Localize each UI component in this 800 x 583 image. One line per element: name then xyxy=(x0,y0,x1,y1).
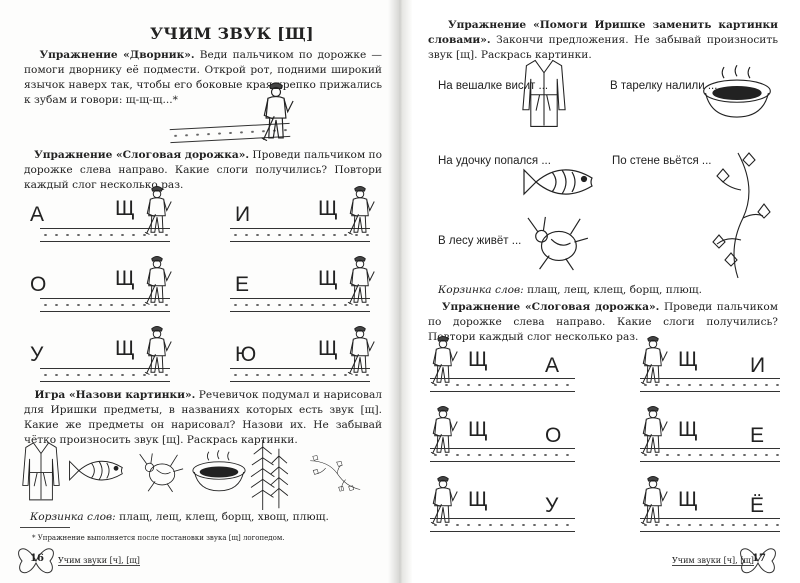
leaf-path[interactable] xyxy=(430,378,575,392)
game-text: Речевичок подумал и нарисовал для Иришки… xyxy=(24,389,383,446)
consonant-letter: Щ xyxy=(468,418,488,441)
borscht-bowl-picture xyxy=(700,65,774,121)
janitor-icon xyxy=(345,320,375,378)
tick-beetle-picture xyxy=(135,452,185,494)
consonant-letter: Щ xyxy=(318,197,338,220)
consonant-letter: Щ xyxy=(468,348,488,371)
butterfly-icon xyxy=(18,548,54,574)
janitor-icon xyxy=(345,250,375,308)
footnote: * Упражнение выполняется после постановк… xyxy=(32,534,285,542)
leaf-path[interactable] xyxy=(40,228,170,242)
vowel-letter: У xyxy=(545,494,559,517)
borscht-bowl-picture xyxy=(190,450,248,494)
exercise-syllable-path: Упражнение «Слоговая дорожка». Проведи п… xyxy=(24,148,382,193)
raincoat-picture xyxy=(22,435,60,507)
exercise-title: Упражнение «Дворник». xyxy=(39,49,195,61)
exercise-text: Проведи пальчиком по дорожке слева напра… xyxy=(24,149,382,191)
game-title: Игра «Назови картинки». xyxy=(34,389,196,401)
leaf-path[interactable] xyxy=(40,298,170,312)
vowel-letter: И xyxy=(235,203,251,226)
running-footer: Учим звуки [ч], [щ] xyxy=(58,556,140,566)
consonant-letter: Щ xyxy=(678,348,698,371)
leaf-path[interactable] xyxy=(640,518,780,532)
vowel-letter: О xyxy=(30,273,47,296)
word-basket: Корзинка слов: плащ, лещ, клещ, борщ, хв… xyxy=(30,510,329,525)
sentence-hanger: На вешалке висит ... xyxy=(438,80,549,92)
page-number: 17 xyxy=(752,553,766,564)
tick-beetle-picture xyxy=(522,215,590,273)
janitor-icon xyxy=(142,250,172,308)
word-basket: Корзинка слов: плащ, лещ, клещ, борщ, пл… xyxy=(438,283,702,298)
exercise-title: Упражнение «Слоговая дорожка». xyxy=(34,149,250,161)
exercise-replace-pictures: Упражнение «Помоги Иришке заменить карти… xyxy=(428,18,778,63)
page-title: УЧИМ ЗВУК [Щ] xyxy=(150,24,314,43)
sentence-fishing-rod: На удочку попался ... xyxy=(438,155,551,167)
word-basket-words: плащ, лещ, клещ, борщ, плющ. xyxy=(523,284,702,296)
word-basket-words: плащ, лещ, клещ, борщ, хвощ, плющ. xyxy=(115,511,329,523)
exercise-janitor: Упражнение «Дворник». Веди пальчиком по … xyxy=(24,48,382,108)
leaf-path[interactable] xyxy=(230,298,370,312)
janitor-icon xyxy=(142,180,172,238)
vowel-letter: Е xyxy=(750,424,765,447)
consonant-letter: Щ xyxy=(318,267,338,290)
horsetail-picture xyxy=(244,438,294,510)
book-gutter xyxy=(388,0,412,583)
janitor-icon xyxy=(142,320,172,378)
exercise-syllable-path: Упражнение «Слоговая дорожка». Проведи п… xyxy=(428,300,778,345)
raincoat-picture xyxy=(522,55,566,131)
running-footer: Учим звуки [ч], [щ] xyxy=(672,556,754,566)
sentence-plate: В тарелку налили ... xyxy=(610,80,718,92)
vowel-letter: Ю xyxy=(235,343,257,366)
vowel-letter: О xyxy=(545,424,562,447)
word-basket-label: Корзинка слов: xyxy=(438,284,524,296)
consonant-letter: Щ xyxy=(678,418,698,441)
right-page: Упражнение «Помоги Иришке заменить карти… xyxy=(400,0,800,583)
consonant-letter: Щ xyxy=(468,488,488,511)
exercise-text: Веди пальчиком по дорожке — помоги дворн… xyxy=(24,49,382,106)
consonant-letter: Щ xyxy=(318,337,338,360)
leaf-path[interactable] xyxy=(40,368,170,382)
consonant-letter: Щ xyxy=(115,267,135,290)
bream-fish-picture xyxy=(68,452,130,490)
left-page: УЧИМ ЗВУК [Щ] Упражнение «Дворник». Веди… xyxy=(18,24,383,574)
game-name-pictures: Игра «Назови картинки». Речевичок подума… xyxy=(24,388,382,448)
ivy-picture xyxy=(703,150,773,280)
vowel-letter: У xyxy=(30,343,44,366)
leaf-path[interactable] xyxy=(430,448,575,462)
butterfly-icon xyxy=(740,548,776,574)
leaf-path[interactable] xyxy=(640,378,780,392)
exercise-text: Проведи пальчиком по дорожке слева напра… xyxy=(428,301,778,343)
exercise-text: Закончи предложения. Не забывай произнос… xyxy=(428,34,778,61)
consonant-letter: Щ xyxy=(115,197,135,220)
sentence-wall: По стене вьётся ... xyxy=(612,155,712,167)
vowel-letter: Е xyxy=(235,273,250,296)
vowel-letter: А xyxy=(30,203,45,226)
leaf-path[interactable] xyxy=(430,518,575,532)
leaf-path[interactable] xyxy=(230,228,370,242)
janitor-icon xyxy=(345,180,375,238)
consonant-letter: Щ xyxy=(678,488,698,511)
page-number: 16 xyxy=(30,553,44,564)
exercise-title: Упражнение «Помоги Иришке заменить карти… xyxy=(428,19,778,46)
leaf-path[interactable] xyxy=(230,368,370,382)
vowel-letter: Ё xyxy=(750,494,765,517)
vowel-letter: А xyxy=(545,354,560,377)
janitor-illustration xyxy=(258,78,294,142)
bream-fish-picture xyxy=(522,160,602,205)
exercise-title: Упражнение «Слоговая дорожка». xyxy=(441,301,660,313)
sentence-forest: В лесу живёт ... xyxy=(438,235,522,247)
word-basket-label: Корзинка слов: xyxy=(30,511,116,523)
leaf-path[interactable] xyxy=(640,448,780,462)
vowel-letter: И xyxy=(750,354,766,377)
footnote-divider xyxy=(20,527,70,528)
consonant-letter: Щ xyxy=(115,337,135,360)
